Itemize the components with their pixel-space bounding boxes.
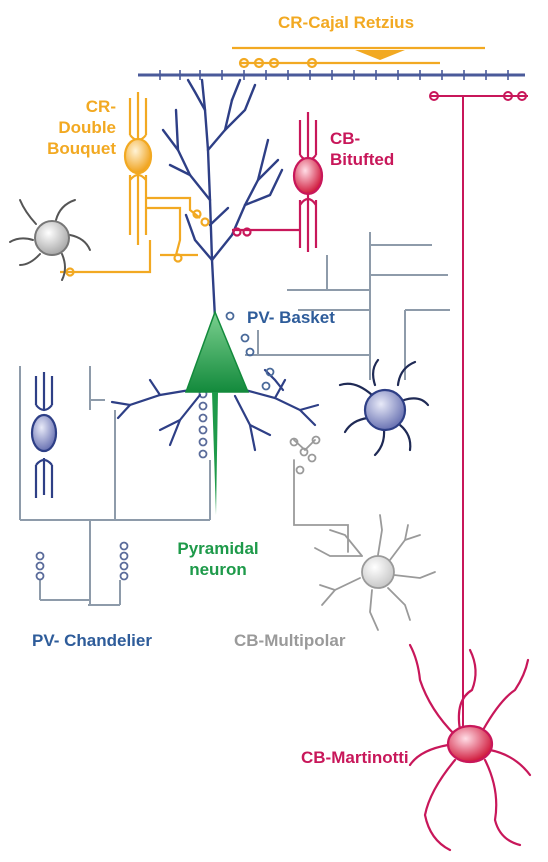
martinotti-cell xyxy=(410,645,530,850)
basket-cell xyxy=(340,360,428,455)
pyramidal-neuron xyxy=(186,312,248,515)
label-cr-double-bouquet: CR- Double Bouquet xyxy=(26,96,116,159)
basket-axon-grid xyxy=(245,232,450,380)
label-cb-bitufted: CB- Bitufted xyxy=(330,128,394,170)
label-cb-multipolar: CB-Multipolar xyxy=(234,630,345,651)
pial-surface-line xyxy=(138,70,525,80)
label-cb-martinotti: CB-Martinotti xyxy=(301,747,409,768)
label-pyramidal-neuron: Pyramidal neuron xyxy=(164,538,272,580)
cajal-retzius-cell xyxy=(232,48,485,67)
label-pv-chandelier: PV- Chandelier xyxy=(32,630,152,651)
multipolar-cell xyxy=(291,437,436,631)
label-pv-basket: PV- Basket xyxy=(247,307,335,328)
martinotti-axon xyxy=(430,92,528,740)
chandelier-cell xyxy=(32,372,56,498)
label-cr-cajal-retzius: CR-Cajal Retzius xyxy=(278,12,414,33)
gray-cell-left xyxy=(10,200,90,280)
